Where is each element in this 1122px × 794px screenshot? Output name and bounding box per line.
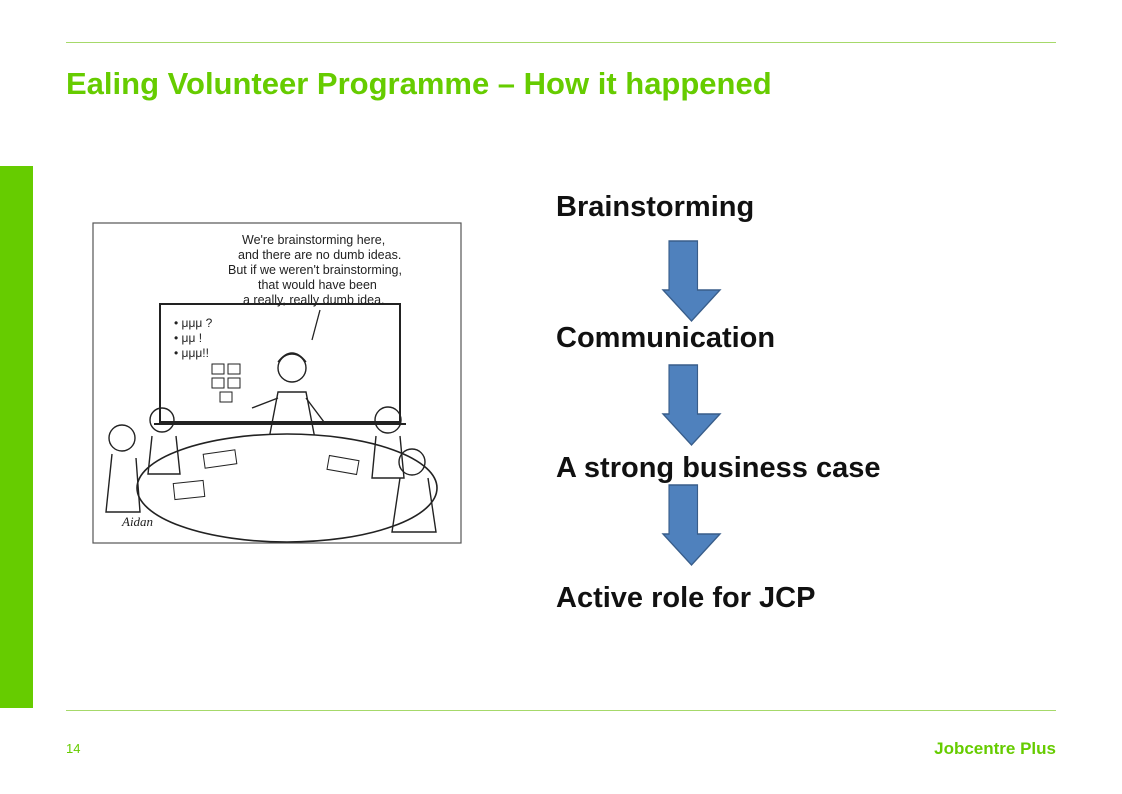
- side-accent-bar: [0, 166, 33, 708]
- board-scribble: • μμμ ?: [174, 316, 213, 330]
- cartoon-caption-line: that would have been: [258, 278, 377, 292]
- down-arrow-icon: [661, 364, 722, 446]
- down-arrow-icon: [661, 484, 722, 566]
- cartoon-caption-line: and there are no dumb ideas.: [238, 248, 401, 262]
- board-scribble: • μμμ!!: [174, 346, 209, 360]
- footer-brand: Jobcentre Plus: [934, 739, 1056, 758]
- cartoonist-signature: Aidan: [121, 514, 153, 529]
- down-arrow-icon: [661, 240, 722, 322]
- cartoon-caption-line: We're brainstorming here,: [242, 233, 385, 247]
- step-communication: Communication: [556, 322, 776, 354]
- brainstorming-cartoon: We're brainstorming here, and there are …: [92, 222, 462, 544]
- step-active-role: Active role for JCP: [556, 582, 816, 614]
- page-number: 14: [66, 741, 81, 756]
- step-brainstorming: Brainstorming: [556, 191, 755, 223]
- step-business-case: A strong business case: [556, 452, 881, 484]
- top-divider: [66, 42, 1056, 43]
- board-scribble: • μμ !: [174, 331, 202, 345]
- bottom-divider: [66, 710, 1056, 711]
- cartoon-caption-line: But if we weren't brainstorming,: [228, 263, 402, 277]
- slide-title: Ealing Volunteer Programme – How it happ…: [66, 66, 772, 101]
